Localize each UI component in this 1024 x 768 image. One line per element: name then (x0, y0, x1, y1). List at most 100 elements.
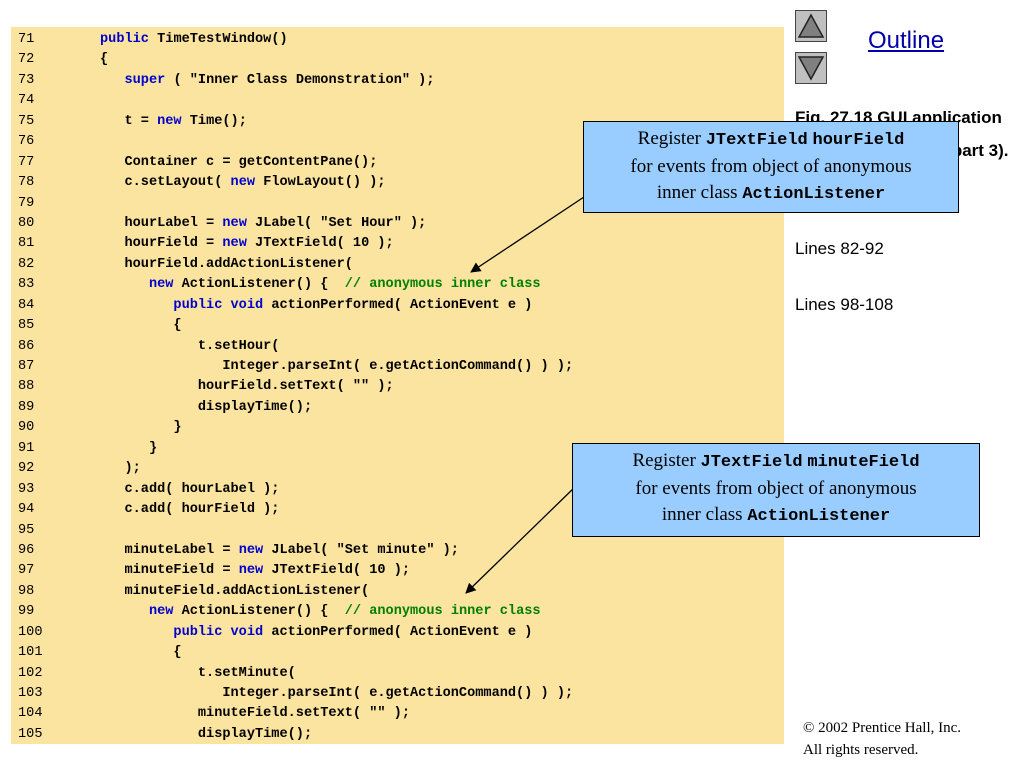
code-token: hourLabel = (100, 215, 223, 231)
code-token: JLabel( "Set Hour" ); (255, 215, 427, 231)
code-token: minuteLabel = (100, 542, 239, 558)
code-token: minuteField.setText( "" ); (100, 706, 410, 722)
copyright-notice: © 2002 Prentice Hall, Inc. All rights re… (803, 717, 961, 761)
code-token: t.setMinute( (100, 665, 296, 681)
code-text: Integer.parseInt( e.getActionCommand() )… (100, 684, 573, 704)
line-number: 76 (18, 134, 35, 150)
code-text: Integer.parseInt( e.getActionCommand() )… (100, 357, 573, 377)
next-slide-button[interactable] (795, 52, 827, 84)
code-token: Integer.parseInt( e.getActionCommand() )… (100, 686, 574, 701)
code-token: minuteField.addActionListener( (100, 583, 370, 599)
code-text: hourField.addActionListener( (100, 255, 353, 275)
code-token: TimeTestWindow() (157, 32, 288, 47)
code-text: hourField.setText( "" ); (100, 377, 394, 397)
code-text: c.add( hourField ); (100, 500, 279, 520)
code-text: minuteField.addActionListener( (100, 582, 369, 602)
code-token: hourField = (100, 236, 223, 252)
code-text: ); (100, 459, 141, 479)
line-number: 89 (18, 399, 35, 415)
code-token: c.add( hourField ); (100, 502, 280, 518)
code-text: public void actionPerformed( ActionEvent… (100, 296, 532, 316)
arrow-hourfield (470, 196, 585, 273)
triangle-down-icon (797, 56, 825, 81)
line-number: 74 (18, 93, 35, 109)
code-text: public void actionPerformed( ActionEvent… (100, 623, 532, 643)
line-number: 84 (18, 297, 35, 313)
previous-slide-button[interactable] (795, 10, 827, 42)
line-number: 104 (18, 706, 43, 722)
line-number: 78 (18, 175, 35, 191)
triangle-up-icon (797, 13, 825, 38)
code-token: { (100, 645, 182, 661)
callout-text: inner class (656, 182, 743, 203)
line-number: 86 (18, 338, 35, 354)
code-keyword: public (100, 32, 149, 47)
line-number: 80 (18, 215, 35, 231)
line-number: 105 (18, 726, 43, 742)
code-token: c.add( hourLabel ); (100, 481, 280, 497)
copyright-line-2: All rights reserved. (803, 742, 919, 758)
line-number: 101 (18, 645, 43, 661)
code-token: Container c = getContentPane(); (100, 154, 378, 170)
code-text: public TimeTestWindow() (100, 30, 288, 50)
callout-text: inner class (661, 504, 748, 525)
line-number: 83 (18, 277, 35, 293)
callout-line-1: Register JTextField hourField (584, 126, 958, 154)
code-token: FlowLayout() ); (263, 175, 386, 191)
code-text: displayTime(); (100, 398, 312, 418)
callout-code: ActionListener (747, 507, 891, 526)
code-token: ActionListener() { (181, 277, 345, 293)
code-token: t = (100, 113, 158, 129)
code-keyword: new (222, 236, 247, 252)
line-number: 103 (18, 686, 43, 701)
code-text: minuteField = new JTextField( 10 ); (100, 561, 410, 581)
code-token: JTextField( 10 ); (271, 563, 411, 579)
code-text: minuteLabel = new JLabel( "Set minute" )… (100, 541, 459, 561)
arrow-minutefield (465, 485, 577, 594)
code-text: new ActionListener() { // anonymous inne… (100, 602, 541, 622)
code-comment: // anonymous inner class (344, 604, 541, 620)
code-token: c.setLayout( (100, 175, 231, 191)
code-text: new ActionListener() { // anonymous inne… (100, 275, 541, 295)
code-token: JLabel( "Set minute" ); (271, 542, 459, 558)
code-token: } (100, 440, 158, 456)
callout-line-2: for events from object of anonymous (630, 156, 912, 177)
line-number: 98 (18, 583, 35, 599)
code-token: displayTime(); (100, 399, 313, 415)
callout-code: JTextField (700, 453, 803, 472)
code-token: ); (100, 461, 141, 477)
line-number: 72 (18, 52, 35, 68)
code-token: JTextField( 10 ); (255, 236, 394, 252)
code-token: minuteField = (100, 563, 239, 579)
code-text: { (100, 643, 182, 663)
code-token: hourField.addActionListener( (100, 256, 353, 272)
line-number: 81 (18, 236, 35, 252)
code-text: t.setMinute( (100, 664, 296, 684)
line-number: 82 (18, 256, 35, 272)
code-token: hourField.setText( "" ); (100, 379, 394, 395)
code-text: } (100, 418, 181, 438)
outline-link[interactable]: Outline (868, 27, 945, 54)
lines-reference-1: Lines 82-92 (795, 239, 884, 258)
code-keyword: new (148, 277, 174, 293)
code-token: Time(); (189, 113, 247, 129)
line-number: 79 (18, 195, 35, 211)
line-number: 92 (18, 461, 35, 477)
code-text: hourLabel = new JLabel( "Set Hour" ); (100, 214, 426, 234)
callout-text: Register (632, 450, 701, 471)
callout-line-3: inner class ActionListener (573, 502, 979, 530)
line-number: 97 (18, 563, 35, 579)
callout-text: Register (637, 128, 706, 149)
line-number: 87 (18, 359, 35, 374)
code-text: minuteField.setText( "" ); (100, 704, 410, 724)
line-number: 91 (18, 440, 35, 456)
code-comment: // anonymous inner class (344, 277, 541, 293)
callout-code: hourField (812, 131, 905, 150)
code-text: { (100, 50, 108, 70)
line-number: 96 (18, 542, 35, 558)
code-text: t.setHour( (100, 337, 280, 357)
lines-reference-2: Lines 98-108 (795, 295, 894, 314)
code-text: hourField = new JTextField( 10 ); (100, 234, 394, 254)
code-text: t = new Time(); (100, 112, 247, 132)
